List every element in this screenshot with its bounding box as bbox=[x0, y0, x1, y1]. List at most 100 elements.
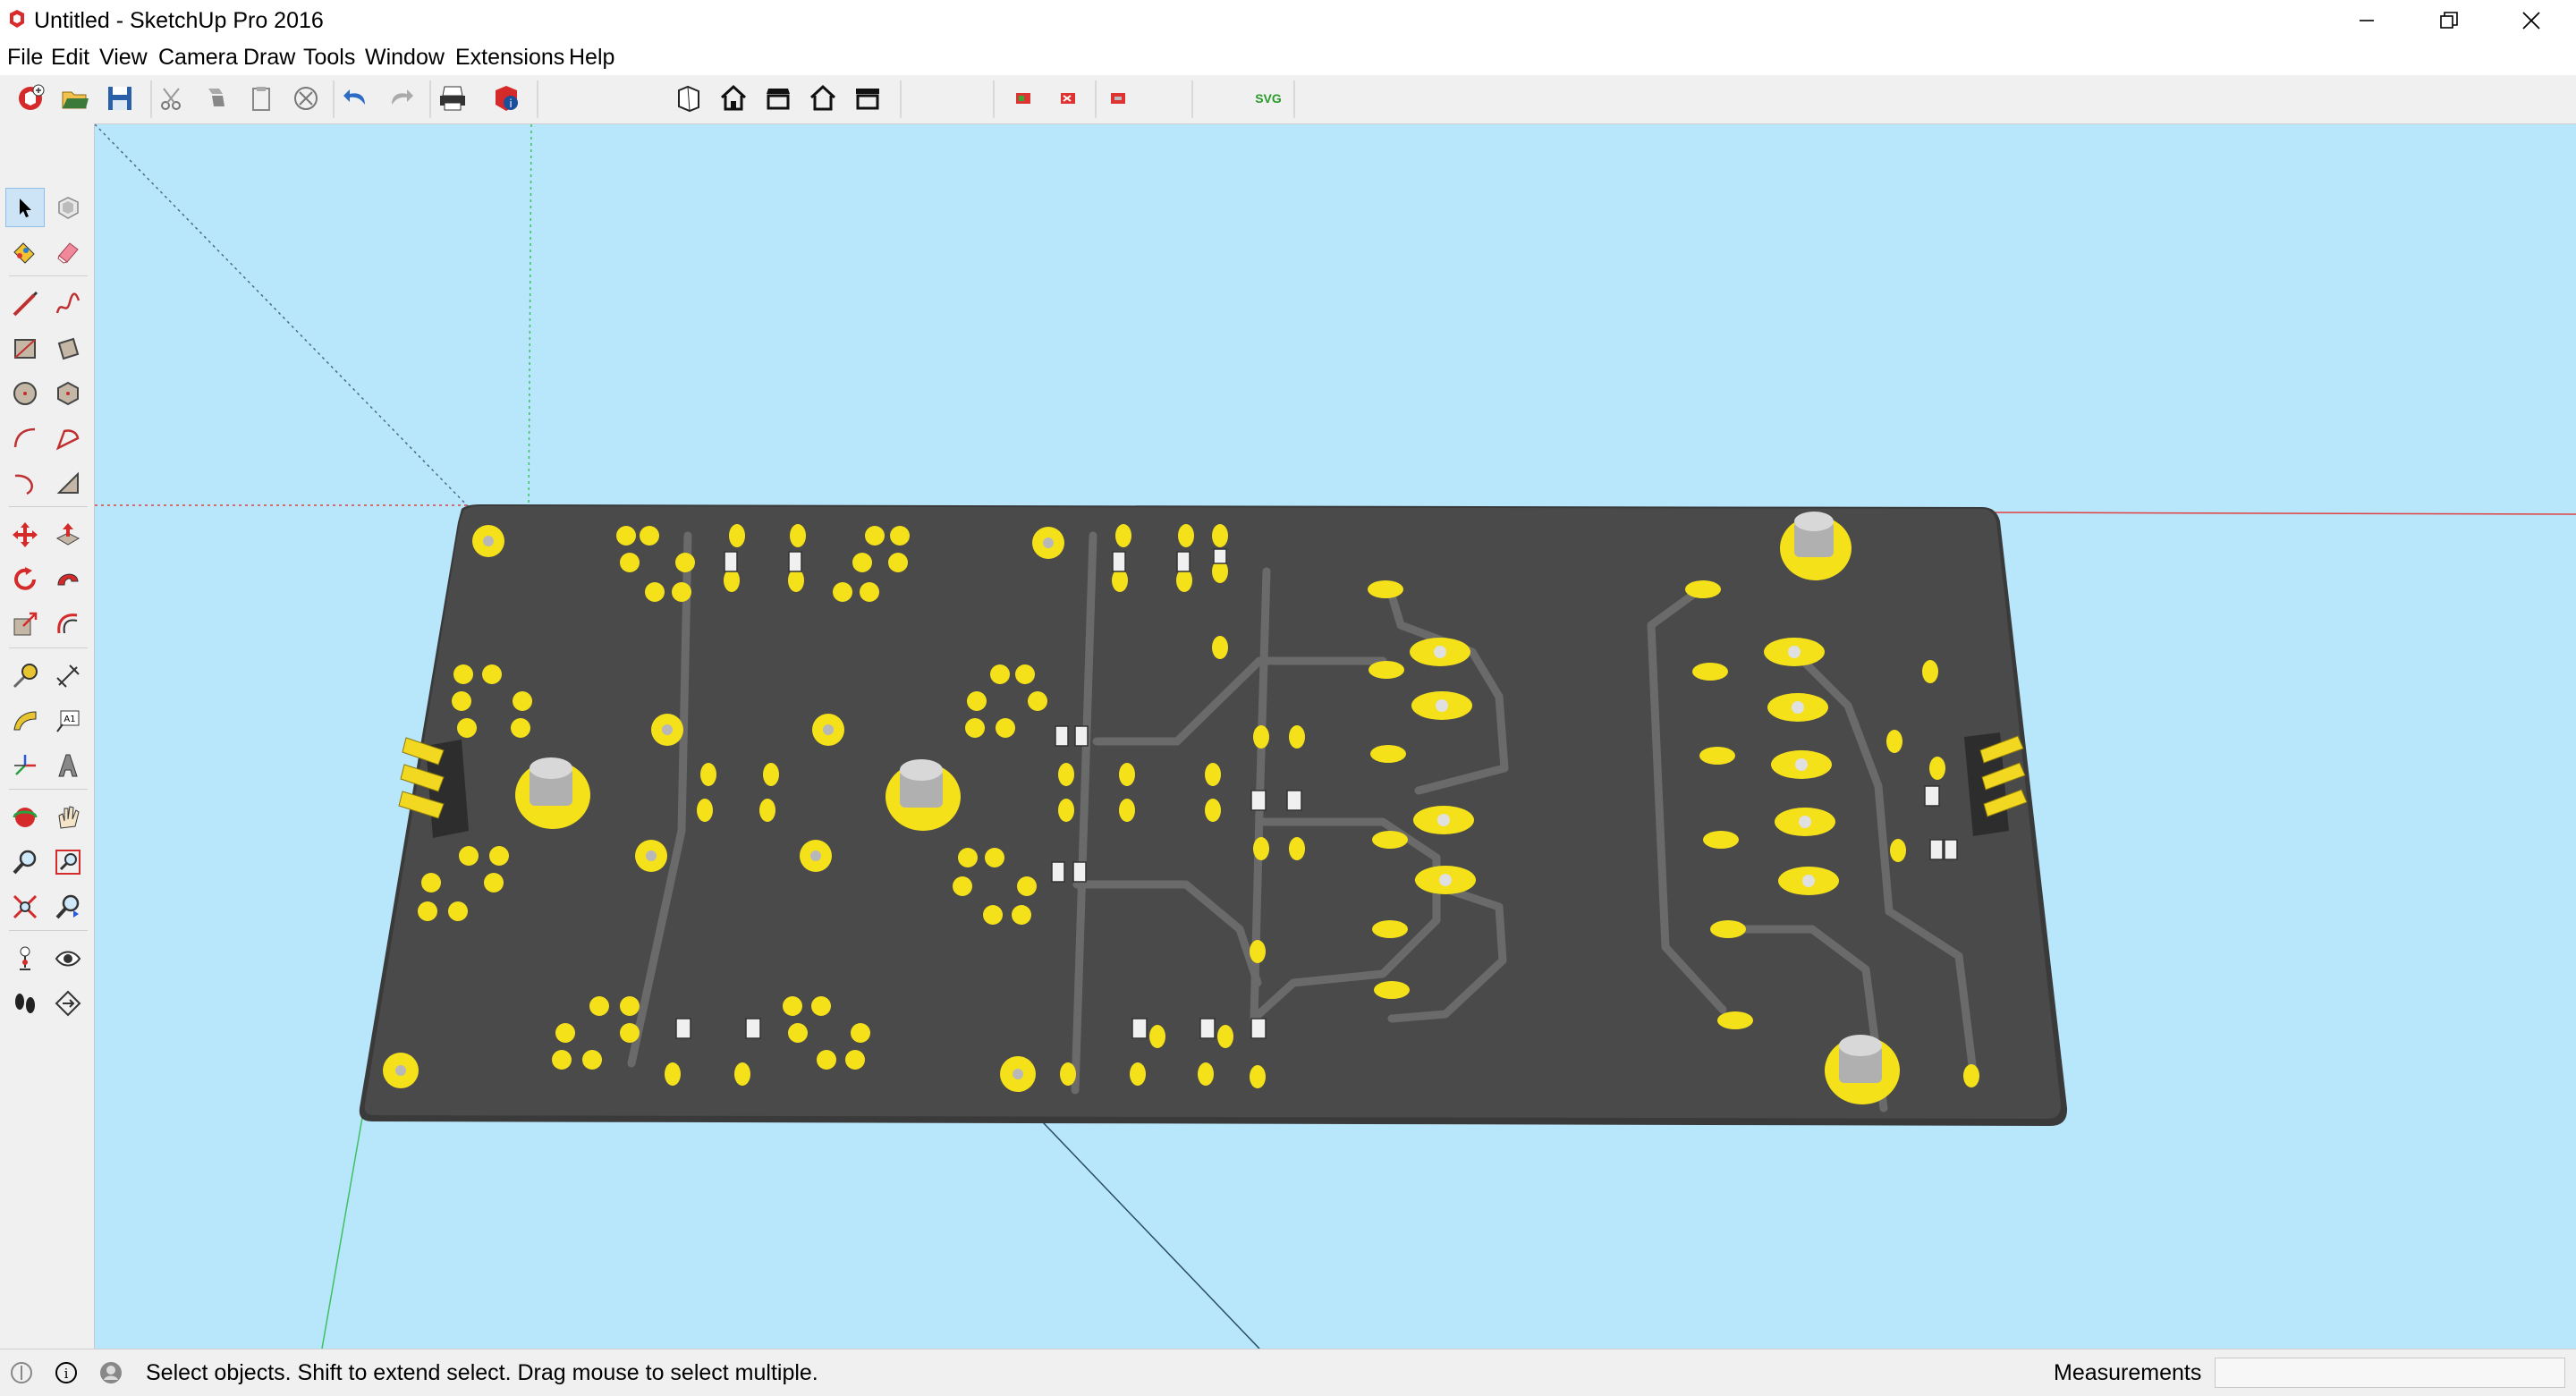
position-camera-icon[interactable] bbox=[5, 939, 45, 978]
menu-camera[interactable]: Camera bbox=[158, 45, 238, 70]
polygon-icon[interactable] bbox=[48, 374, 88, 413]
status-message: Select objects. Shift to extend select. … bbox=[146, 1360, 818, 1385]
freehand-icon[interactable] bbox=[48, 284, 88, 324]
save-icon[interactable] bbox=[102, 80, 138, 116]
right-view-icon[interactable] bbox=[805, 80, 841, 116]
paste-icon[interactable] bbox=[243, 80, 279, 116]
three-point-arc-icon[interactable] bbox=[5, 463, 45, 503]
tape-measure-icon[interactable] bbox=[5, 656, 45, 696]
model-info-icon[interactable]: i bbox=[488, 80, 524, 116]
window-title: Untitled - SketchUp Pro 2016 bbox=[34, 8, 324, 33]
pot-pad-bottom-right[interactable] bbox=[1825, 1035, 1900, 1104]
menu-tools[interactable]: Tools bbox=[303, 45, 356, 70]
new-model-icon[interactable] bbox=[13, 80, 48, 116]
menu-file[interactable]: File bbox=[7, 45, 44, 70]
redo-icon[interactable] bbox=[383, 80, 419, 116]
pie-icon[interactable] bbox=[48, 463, 88, 503]
minimize-icon[interactable] bbox=[2326, 0, 2408, 41]
round-pads bbox=[383, 525, 1064, 1092]
svg-text:i: i bbox=[64, 1366, 69, 1382]
svg-text:i: i bbox=[509, 97, 512, 110]
rotated-rectangle-icon[interactable] bbox=[48, 329, 88, 368]
pan-icon[interactable] bbox=[48, 798, 88, 837]
measurements-input[interactable] bbox=[2215, 1358, 2565, 1388]
move-icon[interactable] bbox=[5, 515, 45, 554]
text-icon[interactable]: A1 bbox=[48, 701, 88, 740]
zoom-icon[interactable] bbox=[5, 842, 45, 882]
two-point-arc-icon[interactable] bbox=[48, 419, 88, 458]
menu-view[interactable]: View bbox=[99, 45, 148, 70]
oval-pads bbox=[1368, 580, 1839, 1029]
iso-view-icon[interactable] bbox=[671, 80, 707, 116]
extension-a-icon[interactable] bbox=[1005, 80, 1041, 116]
smd-components bbox=[665, 524, 1979, 1088]
main-toolbar: i SVG bbox=[0, 75, 2576, 124]
menu-edit[interactable]: Edit bbox=[51, 45, 90, 70]
follow-me-icon[interactable] bbox=[48, 560, 88, 599]
copy-icon[interactable] bbox=[199, 80, 234, 116]
front-view-icon[interactable] bbox=[760, 80, 796, 116]
blue-axis-hidden bbox=[95, 124, 471, 510]
previous-view-icon[interactable] bbox=[48, 887, 88, 926]
measurements-label: Measurements bbox=[2054, 1360, 2202, 1385]
geo-location-icon[interactable] bbox=[7, 1358, 36, 1387]
protractor-icon[interactable] bbox=[5, 701, 45, 740]
pot-pad-center[interactable] bbox=[886, 759, 961, 831]
title-bar: Untitled - SketchUp Pro 2016 bbox=[0, 0, 2576, 41]
top-view-icon[interactable] bbox=[716, 80, 751, 116]
erase-icon[interactable] bbox=[288, 80, 324, 116]
close-icon[interactable] bbox=[2490, 0, 2572, 41]
drawing-viewport[interactable] bbox=[95, 124, 2576, 1349]
circle-icon[interactable] bbox=[5, 374, 45, 413]
menu-help[interactable]: Help bbox=[569, 45, 615, 70]
axes-icon[interactable] bbox=[5, 746, 45, 785]
pot-pad-left[interactable] bbox=[515, 757, 590, 829]
orbit-icon[interactable] bbox=[5, 798, 45, 837]
rotate-icon[interactable] bbox=[5, 560, 45, 599]
credits-icon[interactable]: i bbox=[52, 1358, 80, 1387]
menu-extensions[interactable]: Extensions bbox=[455, 45, 565, 70]
text-tool-glyph: A1 bbox=[64, 715, 75, 724]
extension-b-icon[interactable] bbox=[1050, 80, 1086, 116]
user-icon[interactable] bbox=[97, 1358, 125, 1387]
section-plane-icon[interactable] bbox=[48, 984, 88, 1023]
print-icon[interactable] bbox=[435, 80, 470, 116]
header-connector-left[interactable] bbox=[398, 737, 469, 838]
svg-export-icon[interactable]: SVG bbox=[1250, 80, 1286, 116]
rectangle-icon[interactable] bbox=[5, 329, 45, 368]
sketchup-logo-icon bbox=[7, 9, 27, 29]
round-pad-holes bbox=[395, 536, 1054, 1079]
open-icon[interactable] bbox=[57, 80, 93, 116]
restore-icon[interactable] bbox=[2408, 0, 2490, 41]
dimension-icon[interactable] bbox=[48, 656, 88, 696]
header-connector-right[interactable] bbox=[1964, 732, 2028, 836]
undo-icon[interactable] bbox=[338, 80, 374, 116]
offset-icon[interactable] bbox=[48, 605, 88, 644]
oval-pad-holes bbox=[1434, 646, 1815, 887]
status-bar: i Select objects. Shift to extend select… bbox=[0, 1349, 2576, 1396]
push-pull-icon[interactable] bbox=[48, 515, 88, 554]
extension-c-icon[interactable] bbox=[1100, 80, 1136, 116]
blue-axis bbox=[1042, 1121, 1260, 1349]
zoom-window-icon[interactable] bbox=[48, 842, 88, 882]
walk-icon[interactable] bbox=[5, 984, 45, 1023]
tool-palette: A1 bbox=[0, 123, 95, 1349]
arc-icon[interactable] bbox=[5, 419, 45, 458]
pot-pad-top-right[interactable] bbox=[1780, 512, 1852, 580]
menu-bar: File Edit View Camera Draw Tools Window … bbox=[0, 41, 2576, 75]
menu-window[interactable]: Window bbox=[365, 45, 445, 70]
back-view-icon[interactable] bbox=[850, 80, 886, 116]
look-around-icon[interactable] bbox=[48, 939, 88, 978]
cut-icon[interactable] bbox=[154, 80, 190, 116]
paint-bucket-icon[interactable] bbox=[5, 233, 45, 272]
pcb-model-scene bbox=[95, 124, 2576, 1349]
green-axis-hidden bbox=[528, 124, 532, 510]
make-component-icon[interactable] bbox=[48, 188, 88, 227]
eraser-icon[interactable] bbox=[48, 233, 88, 272]
select-icon[interactable] bbox=[5, 188, 45, 227]
3d-text-icon[interactable] bbox=[48, 746, 88, 785]
line-icon[interactable] bbox=[5, 284, 45, 324]
scale-icon[interactable] bbox=[5, 605, 45, 644]
zoom-extents-icon[interactable] bbox=[5, 887, 45, 926]
menu-draw[interactable]: Draw bbox=[243, 45, 296, 70]
